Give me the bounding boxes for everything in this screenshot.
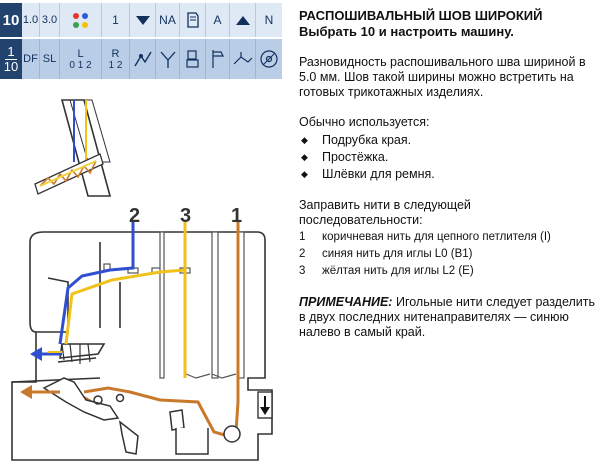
blue-dot <box>82 12 88 19</box>
looper-thread-arrow <box>20 385 60 399</box>
differential-feed-cell[interactable]: 1 <box>102 3 130 37</box>
needle-bar <box>57 343 97 364</box>
needle-r-label: R <box>111 47 120 60</box>
plate-cell[interactable] <box>230 39 256 79</box>
settings-row-bottom: 1 10 DF SL L 0 1 2 R 1 2 <box>0 39 282 79</box>
usage-item: ◆Подрубка края. <box>301 133 412 147</box>
color-dots-icon <box>73 12 88 28</box>
thread-label-3: 3 <box>180 205 191 227</box>
fraction-top: 1 <box>7 43 15 59</box>
usage-list: ◆Подрубка края. ◆Простёжка. ◆Шлёвки для … <box>299 132 595 183</box>
stitch-number-cell[interactable]: 10 <box>0 3 22 37</box>
stitch-width-cell[interactable]: 3.0 <box>40 3 60 37</box>
fraction-bottom: 10 <box>3 58 19 74</box>
intro-paragraph: Разновидность распошивального шва ширино… <box>299 55 586 99</box>
settings-row-top: 10 1.0 3.0 1 NA A N <box>0 3 282 37</box>
usage-item: ◆Простёжка. <box>301 150 389 164</box>
knife-cell[interactable] <box>206 39 230 79</box>
needle-l-positions: 0 1 2 <box>69 59 92 71</box>
needle-r-positions: 1 2 <box>108 59 123 71</box>
thread-label-2: 2 <box>129 205 140 227</box>
yellow-thread <box>64 222 187 378</box>
note-paragraph: ПРИМЕЧАНИЕ: Игольные нити следует раздел… <box>299 295 595 340</box>
thread-guides <box>103 231 245 379</box>
threading-illustration: 2 3 1 <box>11 99 273 461</box>
tension-down-cell[interactable] <box>130 3 156 37</box>
yellow-dot <box>82 21 88 28</box>
knife-icon <box>211 50 224 68</box>
brown-thread <box>83 222 240 438</box>
stitch-title: РАСПОШИВАЛЬНЫЙ ШОВ ШИРОКИЙ <box>299 8 543 23</box>
mode-a-cell[interactable]: A <box>206 3 230 37</box>
handwheel-icon <box>260 50 278 68</box>
needle-l-cell[interactable]: L 0 1 2 <box>60 39 102 79</box>
threading-order-title: Заправить нити в следующей последователь… <box>299 198 471 227</box>
fabric-sample <box>34 99 112 197</box>
handwheel-cell[interactable] <box>256 39 282 79</box>
looper-lever-cell[interactable] <box>130 39 156 79</box>
na-cell[interactable]: NA <box>156 3 180 37</box>
presser-foot-icon <box>186 12 199 28</box>
settings-panel: 10 1.0 3.0 1 NA A N <box>0 3 283 80</box>
note-text: Игольные нити следует разделить в двух п… <box>299 295 596 339</box>
note-label: ПРИМЕЧАНИЕ: <box>299 295 393 309</box>
mode-n-cell[interactable]: N <box>256 3 282 37</box>
foot-type-icon <box>185 50 199 68</box>
bullet-icon: ◆ <box>301 152 308 162</box>
thread-colors-cell[interactable] <box>60 3 102 37</box>
down-arrow-icon <box>257 391 273 419</box>
blue-thread <box>58 222 135 345</box>
instructions-text: РАСПОШИВАЛЬНЫЙ ШОВ ШИРОКИЙ Выбрать 10 и … <box>299 8 595 340</box>
select-instruction: Выбрать 10 и настроить машину. <box>299 24 514 39</box>
thread-label-1: 1 <box>231 205 242 227</box>
green-dot <box>73 21 79 28</box>
fraction-cell[interactable]: 1 10 <box>0 39 22 79</box>
usage-title: Обычно используется: <box>299 115 430 129</box>
foot-type-cell[interactable] <box>180 39 206 79</box>
cover-stitch-cell[interactable] <box>156 39 180 79</box>
stitch-length-cell[interactable]: 1.0 <box>22 3 40 37</box>
looper-lever-icon <box>133 51 152 67</box>
thread-exit-arrow <box>30 347 62 361</box>
red-dot <box>73 12 79 19</box>
thread-guide-icon <box>160 51 175 68</box>
bullet-icon: ◆ <box>301 135 308 145</box>
sl-cell[interactable]: SL <box>40 39 60 79</box>
needle-r-cell[interactable]: R 1 2 <box>102 39 130 79</box>
usage-item: ◆Шлёвки для ремня. <box>301 167 435 181</box>
presser-foot-cell[interactable] <box>180 3 206 37</box>
triangle-down-icon <box>135 15 150 25</box>
tension-up-cell[interactable] <box>230 3 256 37</box>
looper-mechanism <box>42 377 241 455</box>
needle-l-label: L <box>77 47 84 60</box>
bullet-icon: ◆ <box>301 169 308 179</box>
df-cell[interactable]: DF <box>22 39 40 79</box>
triangle-up-icon <box>235 15 250 25</box>
plate-icon <box>233 52 252 65</box>
